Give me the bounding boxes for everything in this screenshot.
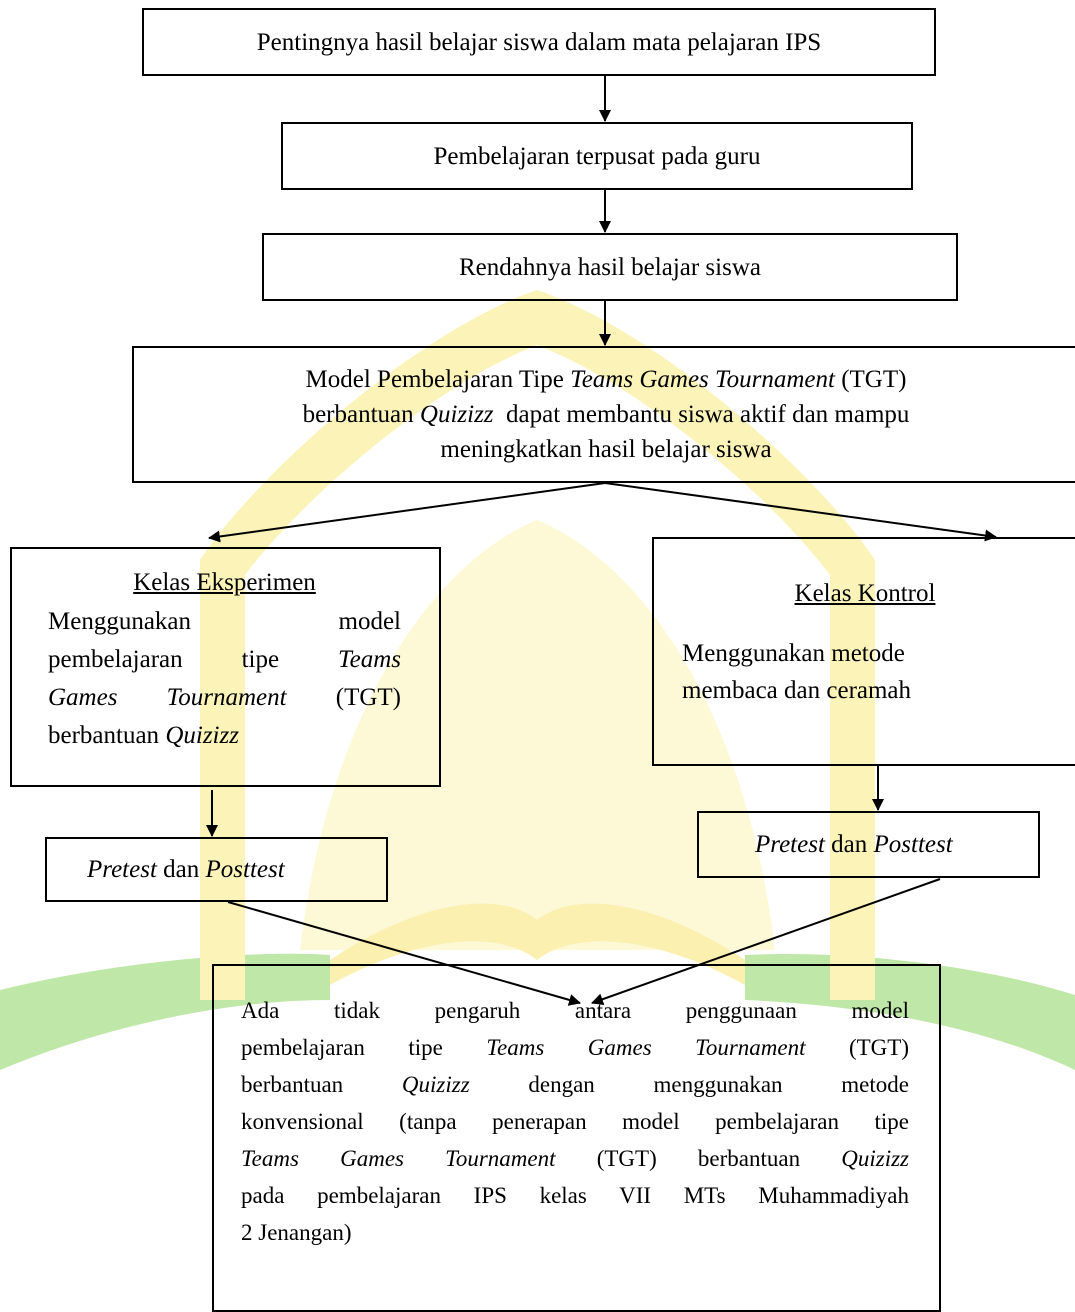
text-segment: Model Pembelajaran Tipe bbox=[305, 366, 571, 393]
conclusion-line: berbantuan Quizizz dengan menggunakan me… bbox=[241, 1066, 909, 1103]
conclusion-line: 2 Jenangan) bbox=[241, 1220, 352, 1245]
box-importance-text: Pentingnya hasil belajar siswa dalam mat… bbox=[256, 28, 822, 56]
box-low-results-text: Rendahnya hasil belajar siswa bbox=[459, 253, 761, 281]
box-test-control: Pretest dan Posttest bbox=[697, 811, 1040, 878]
box-test-experiment: Pretest dan Posttest bbox=[45, 837, 388, 902]
text-segment: pembelajaran tipe bbox=[241, 1035, 487, 1060]
watermark-dome bbox=[300, 520, 775, 950]
text-italic: Quizizz bbox=[165, 722, 239, 749]
text-segment: dan bbox=[824, 831, 874, 858]
text-italic: Posttest bbox=[205, 856, 285, 883]
conclusion-line: Ada tidak pengaruh antara penggunaan mod… bbox=[241, 998, 909, 1023]
box-conclusion: Ada tidak pengaruh antara penggunaan mod… bbox=[212, 964, 941, 1312]
arrow-4-to-experiment bbox=[208, 482, 606, 543]
text-segment: (TGT) bbox=[286, 684, 401, 711]
text-segment: dapat membantu siswa aktif dan mampu bbox=[493, 401, 910, 428]
arrow-lefttest-to-conclusion bbox=[227, 901, 581, 1006]
experiment-line: berbantuan Quizizz bbox=[48, 717, 401, 755]
box-tgt-model-line: meningkatkan hasil belajar siswa bbox=[440, 436, 772, 463]
experiment-line: Menggunakan model bbox=[48, 608, 401, 635]
conclusion-line: konvensional (tanpa penerapan model pemb… bbox=[241, 1109, 909, 1134]
text-italic: Posttest bbox=[873, 831, 953, 858]
test-control-text: Pretest dan Posttest bbox=[755, 827, 953, 862]
text-italic: Teams Games Tournament bbox=[241, 1146, 556, 1171]
box-tgt-model-line: Model Pembelajaran Tipe Teams Games Tour… bbox=[306, 362, 907, 397]
text-italic: Games Tournament bbox=[48, 684, 287, 711]
text-segment: pembelajaran tipe bbox=[48, 646, 338, 673]
box-importance: Pentingnya hasil belajar siswa dalam mat… bbox=[142, 8, 936, 76]
box-teacher-centered-text: Pembelajaran terpusat pada guru bbox=[433, 142, 761, 170]
text-segment: berbantuan bbox=[48, 722, 166, 749]
watermark-green-band-right bbox=[745, 954, 1075, 1070]
text-italic: Pretest bbox=[87, 856, 157, 883]
conclusion-line: Teams Games Tournament (TGT) berbantuan … bbox=[241, 1140, 909, 1177]
text-segment: dengan menggunakan metode bbox=[469, 1072, 909, 1097]
box-control-class: Kelas Kontrol Menggunakan metode membaca… bbox=[652, 537, 1075, 766]
box-tgt-model: Model Pembelajaran Tipe Teams Games Tour… bbox=[132, 346, 1075, 483]
text-segment: (TGT) berbantuan bbox=[555, 1146, 842, 1171]
text-italic: Quizizz bbox=[401, 1072, 470, 1097]
experiment-line: Games Tournament (TGT) bbox=[48, 679, 401, 717]
text-segment: berbantuan bbox=[302, 401, 420, 428]
arrow-righttest-to-conclusion bbox=[591, 878, 941, 1005]
box-tgt-model-line: berbantuan Quizizz dapat membantu siswa … bbox=[303, 397, 910, 432]
text-segment: (TGT) bbox=[805, 1035, 909, 1060]
test-experiment-text: Pretest dan Posttest bbox=[87, 852, 285, 887]
experiment-line: pembelajaran tipe Teams bbox=[48, 641, 401, 679]
conclusion-line: pembelajaran tipe Teams Games Tournament… bbox=[241, 1029, 909, 1066]
control-line: Menggunakan metode bbox=[682, 640, 905, 667]
text-italic: Teams Games Tournament bbox=[486, 1035, 806, 1060]
conclusion-line: pada pembelajaran IPS kelas VII MTs Muha… bbox=[241, 1183, 909, 1208]
text-italic: Quizizz bbox=[841, 1146, 910, 1171]
watermark-green-band-left bbox=[0, 953, 330, 1070]
arrow-4-to-control bbox=[604, 482, 997, 542]
experiment-title: Kelas Eksperimen bbox=[133, 569, 316, 596]
watermark-open-book bbox=[330, 903, 745, 985]
box-low-results: Rendahnya hasil belajar siswa bbox=[262, 233, 958, 301]
text-italic: Teams Games Tournament bbox=[570, 366, 835, 393]
text-italic: Pretest bbox=[755, 831, 825, 858]
text-segment: dan bbox=[156, 856, 206, 883]
text-italic: Quizizz bbox=[419, 401, 494, 428]
text-segment: berbantuan bbox=[241, 1072, 402, 1097]
text-italic: Teams bbox=[338, 646, 401, 673]
box-experiment-class: Kelas Eksperimen Menggunakan model pembe… bbox=[10, 547, 441, 787]
text-segment: (TGT) bbox=[834, 366, 907, 393]
control-title: Kelas Kontrol bbox=[794, 580, 936, 607]
control-line: membaca dan ceramah bbox=[682, 677, 912, 704]
box-teacher-centered: Pembelajaran terpusat pada guru bbox=[281, 122, 913, 190]
